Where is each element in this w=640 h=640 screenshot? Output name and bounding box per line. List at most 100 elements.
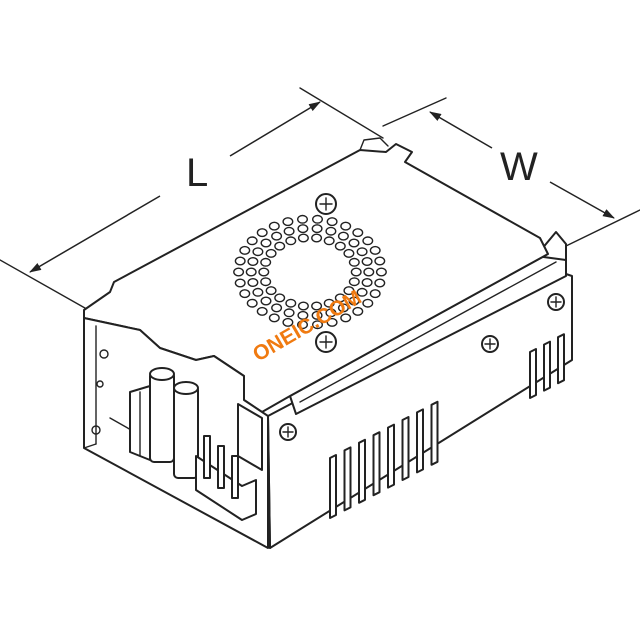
vent-hole: [326, 217, 338, 227]
width-label: W: [500, 145, 538, 189]
vent-hole: [363, 267, 375, 277]
vent-slot: [529, 348, 537, 399]
vent-hole: [340, 221, 352, 231]
vent-hole: [271, 231, 283, 241]
vent-hole: [234, 256, 246, 266]
vent-hole: [297, 214, 309, 224]
vent-hole: [374, 256, 386, 266]
vent-hole: [362, 236, 374, 246]
vent-hole: [234, 278, 246, 288]
vent-hole: [337, 231, 349, 241]
width-dimension: W: [382, 97, 640, 247]
vent-hole: [246, 298, 258, 308]
vent-hole: [343, 286, 355, 296]
vent-hole: [245, 267, 257, 277]
vent-hole: [297, 224, 309, 234]
vent-hole: [311, 310, 323, 320]
vent-hole: [362, 298, 374, 308]
vent-hole: [312, 214, 324, 224]
vent-hole: [340, 313, 352, 323]
vent-hole: [348, 257, 360, 267]
screw-top: [315, 193, 337, 215]
vent-hole: [323, 298, 335, 308]
vent-hole: [348, 296, 360, 306]
vent-hole: [260, 296, 272, 306]
terminal-connector: [195, 435, 257, 521]
length-label: L: [186, 151, 208, 195]
vent-hole: [297, 310, 309, 320]
vent-hole: [256, 228, 268, 238]
screw-side-corner: [547, 293, 565, 311]
vent-slot: [358, 438, 366, 504]
vent-hole: [252, 247, 264, 257]
vent-hole: [337, 303, 349, 313]
vent-hole: [369, 289, 381, 299]
screw-side-front: [279, 423, 297, 441]
vent-hole: [256, 306, 268, 316]
capacitor-right: [173, 381, 199, 479]
vent-slot: [557, 333, 565, 385]
vent-slot: [387, 423, 395, 489]
vent-hole: [312, 320, 324, 330]
vent-hole: [348, 238, 360, 248]
vent-hole: [239, 245, 251, 255]
vent-hole: [260, 257, 272, 267]
vent-hole: [356, 247, 368, 257]
length-dimension: L: [0, 87, 384, 313]
vent-hole: [274, 241, 286, 251]
vent-hole: [374, 278, 386, 288]
vent-hole: [260, 238, 272, 248]
vent-hole: [323, 236, 335, 246]
vent-slot: [416, 408, 424, 474]
vent-hole: [282, 217, 294, 227]
vent-hole: [265, 248, 277, 258]
vent-hole: [297, 301, 309, 311]
vent-hole: [326, 317, 338, 327]
screw-side-rear: [481, 335, 499, 353]
vent-hole: [334, 241, 346, 251]
heatsink-bracket: [129, 385, 151, 461]
vent-hole: [297, 320, 309, 330]
vent-hole: [247, 278, 259, 288]
vent-hole: [325, 308, 337, 318]
vent-hole: [361, 278, 373, 288]
vent-hole: [361, 257, 373, 267]
vent-hole: [352, 228, 364, 238]
fan-vent-grille: [233, 214, 387, 330]
vent-hole: [285, 236, 297, 246]
vent-slot: [430, 400, 439, 466]
vent-hole: [282, 317, 294, 327]
vent-hole: [311, 224, 323, 234]
vent-hole: [285, 298, 297, 308]
vent-hole: [268, 313, 280, 323]
vent-hole: [343, 248, 355, 258]
vent-hole: [348, 277, 360, 287]
vent-hole: [239, 289, 251, 299]
vent-hole: [352, 306, 364, 316]
vent-hole: [283, 308, 295, 318]
vent-hole: [297, 233, 309, 243]
screw-center: [315, 331, 337, 353]
vent-hole: [325, 226, 337, 236]
vent-slot: [401, 416, 410, 481]
vent-hole: [334, 293, 346, 303]
vent-hole: [252, 287, 264, 297]
vent-hole: [265, 286, 277, 296]
vent-slot: [329, 454, 337, 519]
vent-hole: [233, 267, 245, 277]
vent-hole: [375, 267, 387, 277]
vent-slot: [543, 340, 551, 392]
vent-slot: [343, 446, 352, 512]
side-bracket: [237, 403, 263, 471]
vent-hole: [271, 303, 283, 313]
vent-hole: [369, 245, 381, 255]
vent-hole: [258, 267, 270, 277]
mounting-holes-front: [91, 349, 109, 435]
vent-hole: [283, 226, 295, 236]
vent-hole: [260, 277, 272, 287]
vent-hole: [311, 233, 323, 243]
vent-hole: [350, 267, 362, 277]
vent-hole: [356, 287, 368, 297]
capacitor-left: [149, 367, 175, 463]
